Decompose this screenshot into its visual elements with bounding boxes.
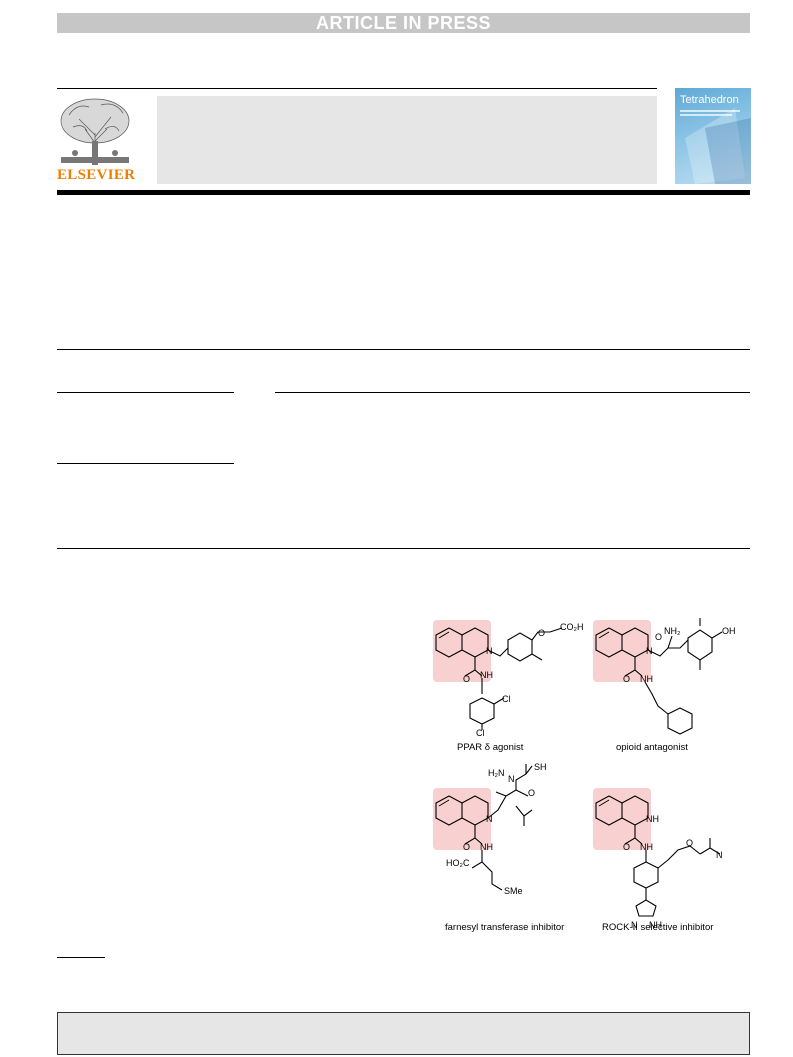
abstract-column-rule (275, 392, 750, 393)
header-top-rule (57, 88, 657, 89)
svg-text:SH: SH (534, 762, 547, 772)
svg-text:O: O (528, 788, 535, 798)
cover-graphic (685, 108, 751, 184)
elsevier-logo: ELSEVIER (57, 95, 136, 185)
svg-text:N: N (646, 646, 653, 656)
bonds (435, 618, 723, 917)
svg-text:H₂N: H₂N (488, 768, 505, 778)
svg-text:NH: NH (480, 842, 493, 852)
svg-text:N: N (631, 920, 638, 930)
svg-text:O: O (463, 842, 470, 852)
cover-title: Tetrahedron (680, 94, 739, 106)
scaffold-highlights (433, 620, 651, 850)
svg-text:O: O (623, 842, 630, 852)
svg-text:NH: NH (649, 920, 662, 930)
compound-label-2: opioid antagonist (616, 742, 688, 753)
svg-text:O: O (623, 674, 630, 684)
svg-text:N: N (486, 814, 493, 824)
svg-text:HO₂C: HO₂C (446, 858, 470, 868)
svg-text:O: O (686, 838, 693, 848)
journal-cover-thumbnail[interactable]: Tetrahedron (675, 88, 751, 184)
masthead-thick-rule (57, 190, 750, 195)
article-info-bottom-rule (57, 548, 750, 549)
citation-box (57, 1012, 750, 1055)
compound-label-4: ROCK-II selective inhibitor (602, 922, 714, 933)
svg-text:NH₂: NH₂ (664, 626, 681, 636)
svg-text:SMe: SMe (504, 886, 523, 896)
svg-text:NH: NH (640, 842, 653, 852)
article-info-column-rule (57, 392, 234, 393)
journal-header-box (157, 96, 657, 184)
svg-text:Cl: Cl (502, 694, 511, 704)
svg-text:N: N (508, 774, 515, 784)
svg-text:Cl: Cl (476, 728, 485, 738)
article-in-press-banner: ARTICLE IN PRESS (57, 13, 750, 33)
compound-label-3: farnesyl transferase inhibitor (445, 922, 565, 933)
footnote-rule (57, 957, 105, 958)
svg-text:O: O (463, 674, 470, 684)
compound-label-1: PPAR δ agonist (457, 742, 524, 753)
article-info-top-rule (57, 349, 750, 350)
svg-text:NH: NH (480, 670, 493, 680)
svg-text:NH: NH (646, 814, 659, 824)
chemical-structures: N O NH O CO₂H Cl Cl N O NH O NH₂ OH N O … (433, 618, 736, 930)
elsevier-wordmark: ELSEVIER (57, 167, 136, 183)
svg-text:O: O (538, 628, 545, 638)
atom-labels: N O NH O CO₂H Cl Cl N O NH O NH₂ OH N O … (446, 622, 736, 930)
tree-icon (60, 98, 130, 165)
svg-text:N: N (716, 850, 723, 860)
svg-text:OH: OH (722, 626, 736, 636)
svg-text:NH: NH (640, 674, 653, 684)
svg-text:N: N (486, 646, 493, 656)
keywords-rule (57, 463, 234, 464)
double-bonds (438, 631, 610, 807)
figure-tetrahydroisoquinoline-compounds: N O NH O CO₂H Cl Cl N O NH O NH₂ OH N O … (420, 610, 750, 940)
svg-text:CO₂H: CO₂H (560, 622, 584, 632)
svg-text:O: O (655, 632, 662, 642)
